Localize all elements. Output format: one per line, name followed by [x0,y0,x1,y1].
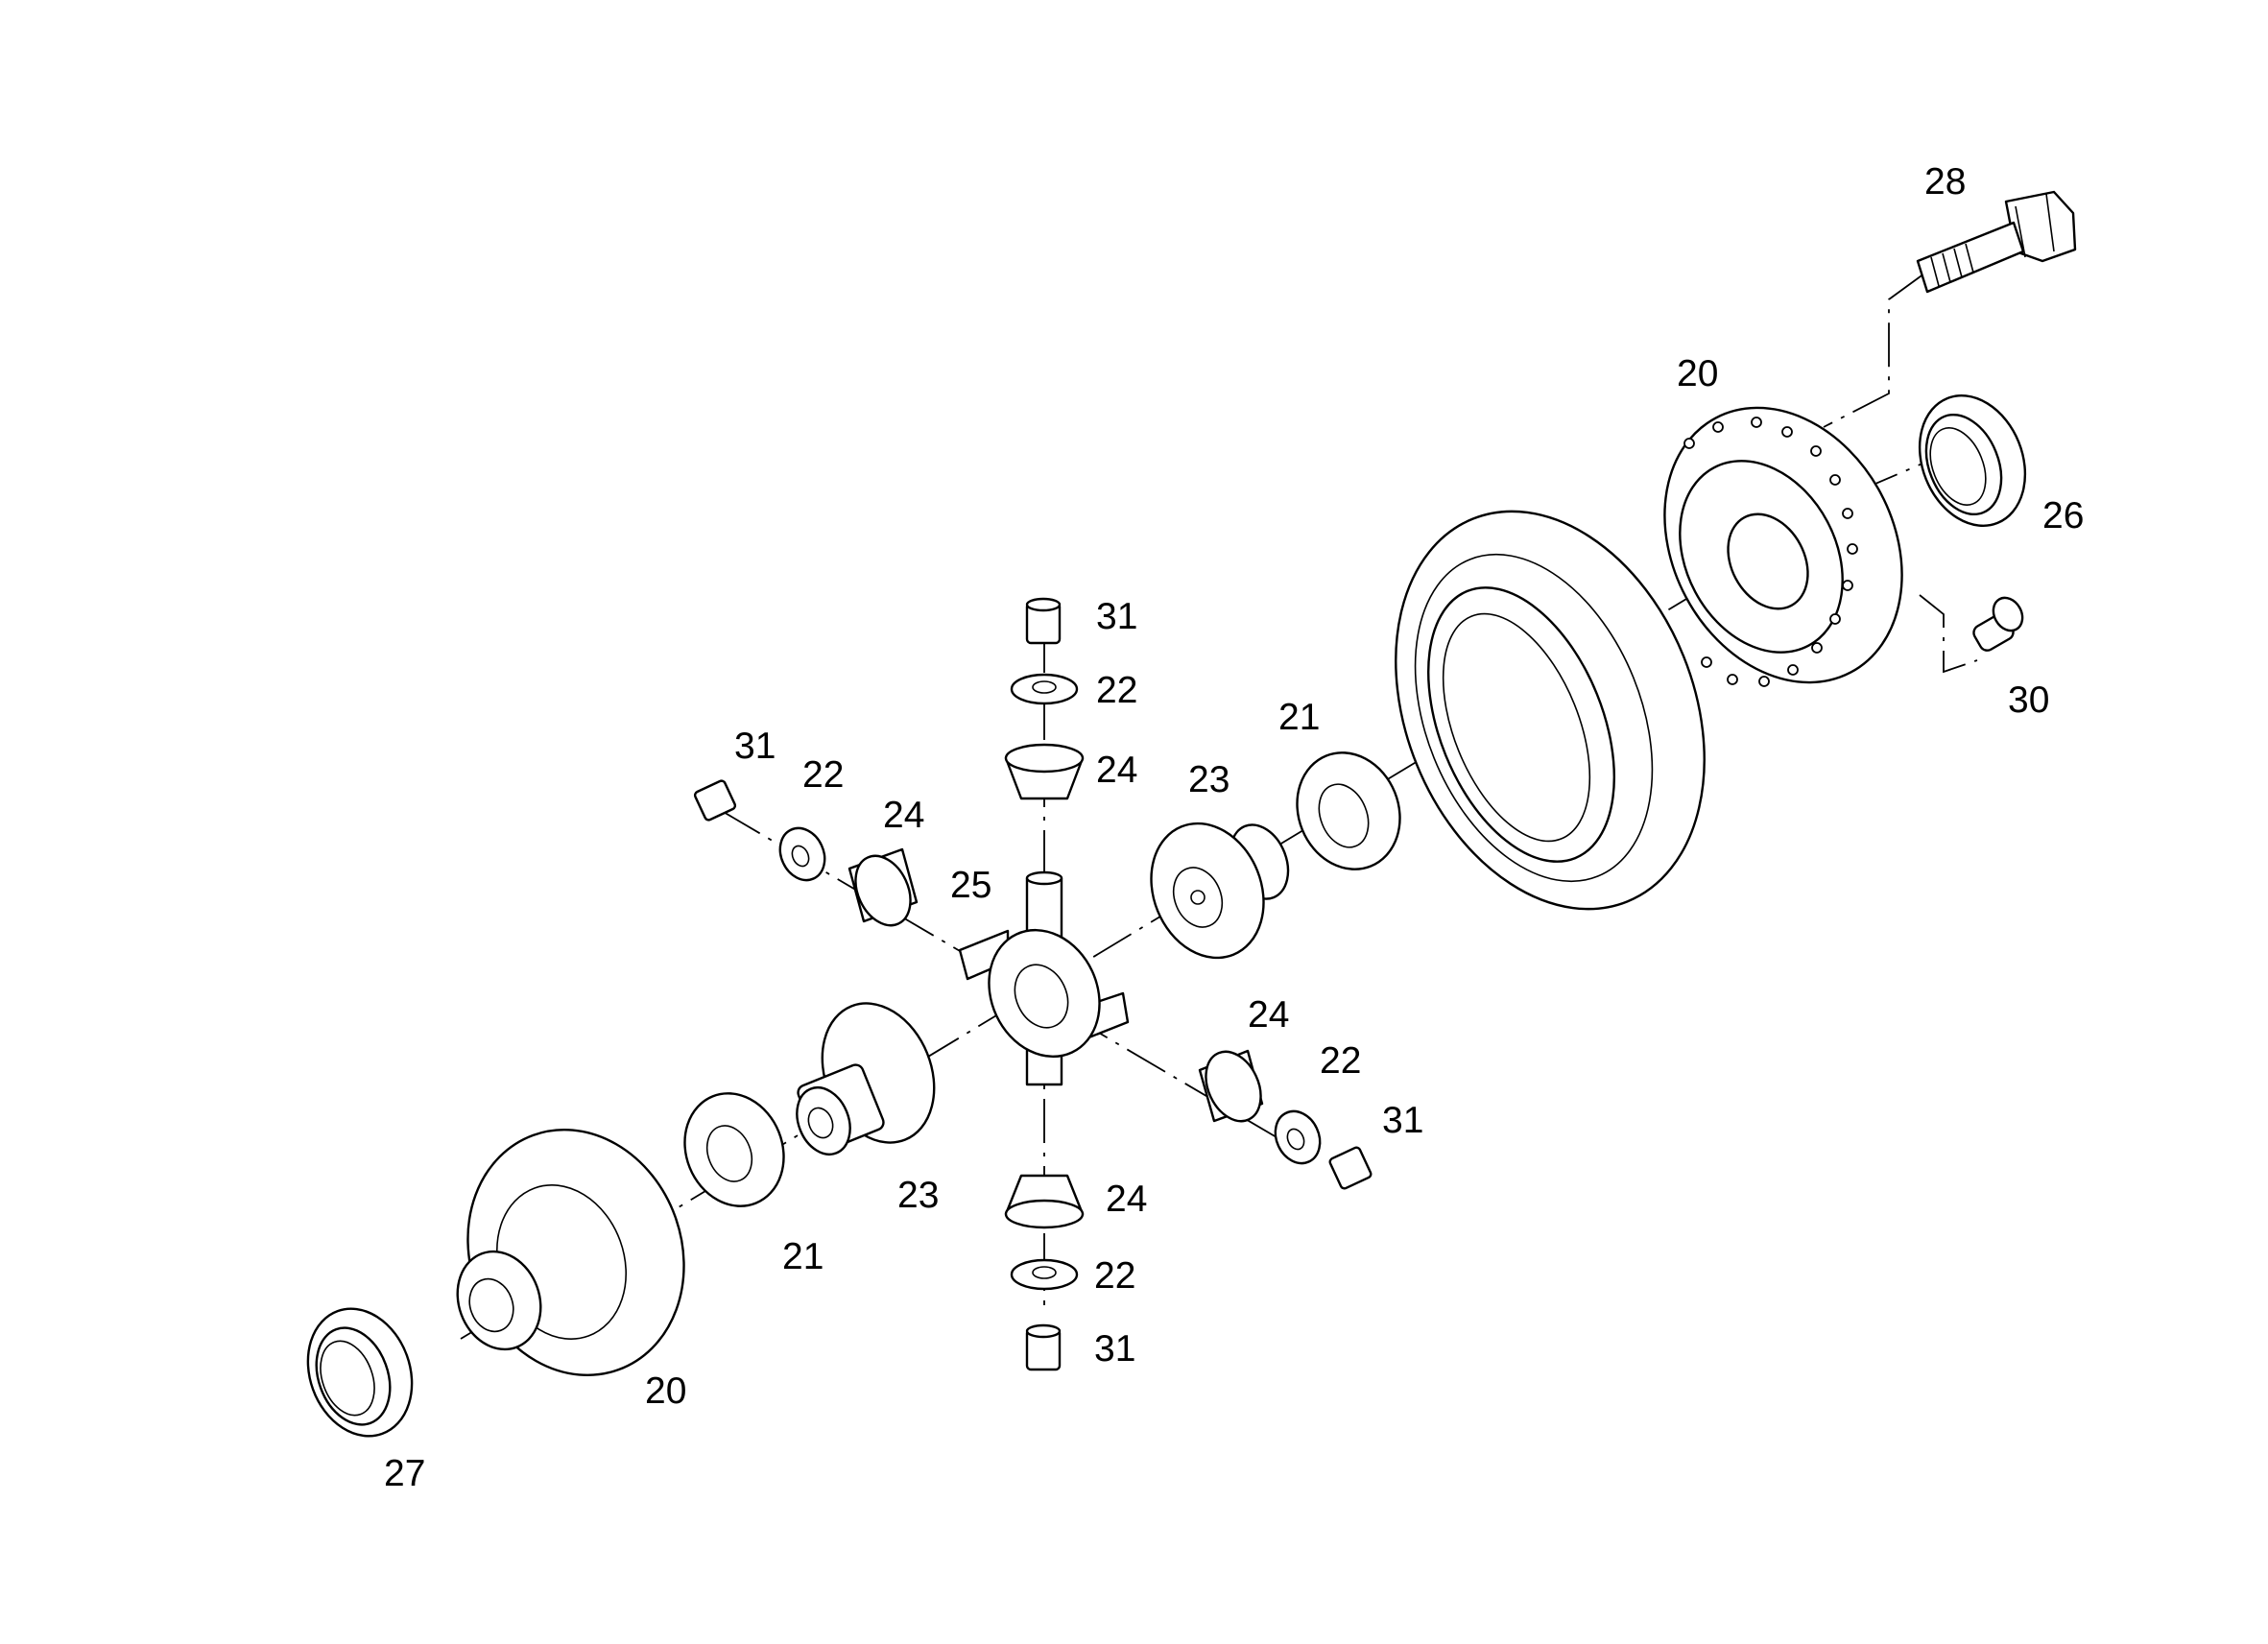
callout-31-top: 31 [1096,596,1137,637]
part-washer-right-21 [1296,751,1401,870]
part-bearing-27 [306,1307,414,1438]
part-pinion-right-24 [1198,1049,1264,1123]
callout-labels: 28 20 26 30 31 22 24 21 23 31 22 24 25 2… [384,161,2084,1494]
callout-31-right: 31 [1382,1100,1423,1141]
callout-22-bottom: 22 [1094,1255,1135,1297]
part-bearing-26 [1918,394,2027,527]
callout-23-right: 23 [1188,759,1229,800]
part-washer-top-22 [1010,673,1079,705]
screw-leader [1919,594,1978,674]
part-bolt-28 [1916,190,2077,294]
callout-31-left: 31 [734,726,776,767]
part-pin-bottom-31 [1025,1323,1062,1371]
callout-23-left: 23 [897,1175,939,1216]
callout-24-right: 24 [1248,994,1289,1036]
part-housing-left-20 [456,1128,685,1377]
callout-21-left: 21 [782,1236,824,1277]
callout-22-right: 22 [1320,1040,1361,1082]
part-housing-right-20 [1663,406,1903,687]
part-washer-left-22 [778,826,826,882]
part-pin-right-31 [1328,1146,1373,1190]
callout-27: 27 [384,1453,425,1494]
callout-24-top: 24 [1096,750,1137,791]
callout-22-left: 22 [802,754,844,796]
callout-22-top: 22 [1096,670,1137,711]
bolt-leader [1823,273,1925,428]
part-washer-right-22 [1274,1109,1322,1165]
part-washer-left-21 [683,1092,785,1207]
part-washer-bottom-22 [1010,1258,1079,1291]
callout-21-right: 21 [1278,697,1320,738]
callout-25: 25 [950,865,991,906]
part-screw-30 [1972,596,2024,652]
part-pinion-top-24 [1004,743,1085,800]
callout-20-right: 20 [1677,353,1718,394]
part-spider-25 [958,870,1130,1086]
part-pin-left-31 [693,779,737,822]
part-pinion-bottom-24 [1004,1174,1085,1229]
part-side-gear-left-23 [796,1002,936,1156]
part-pinion-left-24 [848,847,919,927]
part-ring-gear [1395,510,1706,911]
callout-20-left: 20 [645,1370,686,1412]
callout-26: 26 [2042,495,2084,536]
callout-24-left: 24 [883,795,924,836]
callout-24-bottom: 24 [1106,1179,1147,1220]
part-side-gear-right-23 [1150,822,1290,960]
callout-28: 28 [1924,161,1966,203]
main-axis [460,556,1757,1340]
part-pin-top-31 [1025,597,1062,645]
callout-31-bottom: 31 [1094,1328,1135,1370]
callout-30: 30 [2008,679,2049,721]
